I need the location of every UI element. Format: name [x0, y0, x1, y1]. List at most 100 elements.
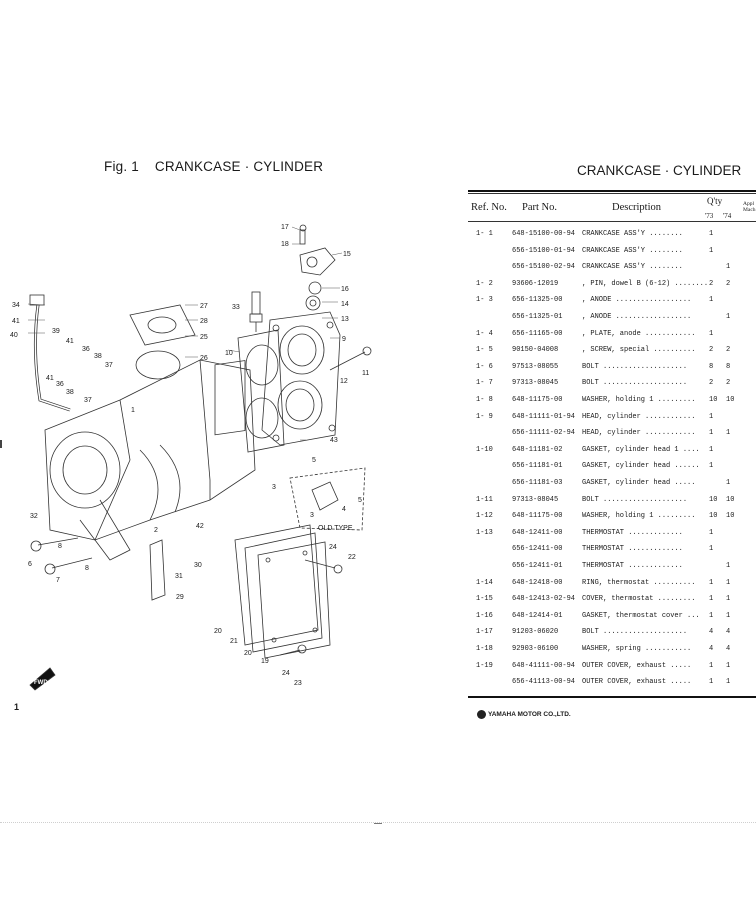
- qty-74-cell: 4: [726, 628, 731, 637]
- page-number: 1: [14, 702, 20, 712]
- table-top-rule: [468, 190, 756, 192]
- qty-73-cell: 1: [709, 429, 714, 438]
- qty-74-cell: 1: [726, 595, 731, 604]
- part-no-cell: 656-11181-03: [512, 479, 563, 487]
- part-no-cell: 90150-04008: [512, 346, 559, 355]
- callout-4: 4: [342, 506, 346, 513]
- callout-8b: 8: [85, 565, 89, 572]
- description-cell: GASKET, cylinder head .....: [582, 479, 696, 487]
- callout-9: 9: [342, 336, 346, 343]
- callout-7: 7: [56, 577, 60, 584]
- ref-no-cell: 1- 1: [476, 230, 493, 238]
- header-mach: Mach: [743, 207, 756, 213]
- table-top-rule-inner: [468, 193, 756, 194]
- callout-26: 26: [200, 355, 208, 362]
- description-cell: CRANKCASE ASS'Y ........: [582, 230, 683, 238]
- description-cell: GASKET, thermostat cover ...: [582, 611, 700, 620]
- part-no-cell: 91203-06020: [512, 628, 559, 637]
- ref-no-cell: 1-14: [476, 578, 493, 587]
- callout-42: 42: [196, 523, 204, 530]
- ref-no-cell: 1-19: [476, 661, 493, 670]
- callout-40: 40: [10, 332, 18, 339]
- callout-10: 10: [225, 350, 233, 357]
- description-cell: WASHER, holding 1 .........: [582, 396, 696, 404]
- callout-3b: 3: [310, 512, 314, 519]
- ref-no-cell: 1- 8: [476, 396, 493, 404]
- callout-43: 43: [330, 437, 338, 444]
- qty-74-cell: 1: [726, 562, 731, 570]
- qty-73-cell: 2: [709, 346, 714, 355]
- qty-74-cell: 2: [726, 279, 731, 288]
- qty-73-cell: 1: [709, 528, 714, 537]
- ref-no-cell: 1- 6: [476, 362, 493, 371]
- callout-21: 21: [230, 638, 238, 645]
- callout-14: 14: [341, 301, 349, 308]
- binding-mark: [0, 440, 2, 448]
- callout-24b: 24: [282, 670, 290, 677]
- part-no-cell: 656-15100-01-94: [512, 246, 576, 255]
- figure-number: Fig. 1: [104, 159, 139, 174]
- part-no-cell: 656-11181-01: [512, 462, 563, 471]
- description-cell: COVER, thermostat .........: [582, 595, 696, 604]
- description-cell: , SCREW, special ..........: [582, 346, 696, 355]
- callout-5b: 5: [358, 497, 362, 504]
- part-no-cell: 92903-06100: [512, 645, 559, 653]
- ref-no-cell: 1- 3: [476, 296, 493, 305]
- manufacturer-name: YAMAHA MOTOR CO.,LTD.: [488, 711, 571, 718]
- qty-74-cell: 1: [726, 578, 731, 587]
- callout-38: 38: [94, 353, 102, 360]
- qty-74-cell: 1: [726, 678, 731, 687]
- description-cell: GASKET, cylinder head 1 ....: [582, 445, 700, 454]
- description-cell: BOLT ....................: [582, 379, 688, 388]
- qty-74-cell: 10: [726, 495, 735, 504]
- callout-8: 8: [58, 543, 62, 550]
- part-no-cell: 648-11175-00: [512, 512, 563, 521]
- ref-no-cell: 1-18: [476, 645, 493, 653]
- ref-no-cell: 1-16: [476, 611, 493, 620]
- qty-73-cell: 4: [709, 645, 714, 653]
- page-bottom-dotted-rule: [0, 822, 756, 823]
- intake-cover-drawing: [129, 304, 196, 380]
- part-no-cell: 97313-08045: [512, 495, 559, 504]
- callout-1: 1: [131, 407, 135, 414]
- callout-30: 30: [194, 562, 202, 569]
- part-no-cell: 648-12418-00: [512, 578, 563, 587]
- part-no-cell: 648-11111-01-94: [512, 412, 576, 421]
- part-no-cell: 97513-08055: [512, 362, 559, 371]
- callout-41: 41: [12, 318, 20, 325]
- callout-36b: 36: [56, 381, 64, 388]
- spark-plug-drawing: [249, 291, 263, 332]
- part-no-cell: 648-12413-02-94: [512, 595, 576, 604]
- part-no-cell: 656-41113-00-94: [512, 678, 576, 687]
- callout-3: 3: [272, 484, 276, 491]
- ref-no-cell: 1- 9: [476, 412, 493, 421]
- crankcase-drawing: [44, 359, 256, 561]
- callout-37: 37: [105, 362, 113, 369]
- callout-28: 28: [200, 318, 208, 325]
- description-cell: THERMOSTAT .............: [582, 545, 683, 554]
- ref-no-cell: 1-11: [476, 495, 493, 504]
- cylinder-head-drawing: [261, 311, 341, 446]
- qty-73-cell: 1: [709, 595, 714, 604]
- callout-37b: 37: [84, 397, 92, 404]
- callout-5: 5: [312, 457, 316, 464]
- callout-36: 36: [82, 346, 90, 353]
- callout-11: 11: [362, 370, 369, 377]
- qty-73-cell: 1: [709, 578, 714, 587]
- old-type-label: OLD TYPE: [318, 525, 353, 532]
- part-no-cell: 97313-08045: [512, 379, 559, 388]
- description-cell: THERMOSTAT .............: [582, 528, 683, 537]
- qty-73-cell: 1: [709, 611, 714, 620]
- qty-74-cell: 1: [726, 429, 731, 438]
- callout-41c: 41: [46, 375, 54, 382]
- table-bottom-rule: [468, 696, 756, 698]
- qty-74-cell: 4: [726, 645, 731, 653]
- part-no-cell: 656-15100-02-94: [512, 263, 576, 272]
- callout-15: 15: [343, 251, 351, 258]
- fwd-arrow: FWD: [29, 667, 56, 691]
- qty-74-cell: 10: [726, 396, 735, 404]
- part-no-cell: 656-11111-02-94: [512, 429, 576, 438]
- parts-list-title: CRANKCASE · CYLINDER: [577, 163, 742, 178]
- callout-24: 24: [329, 544, 337, 551]
